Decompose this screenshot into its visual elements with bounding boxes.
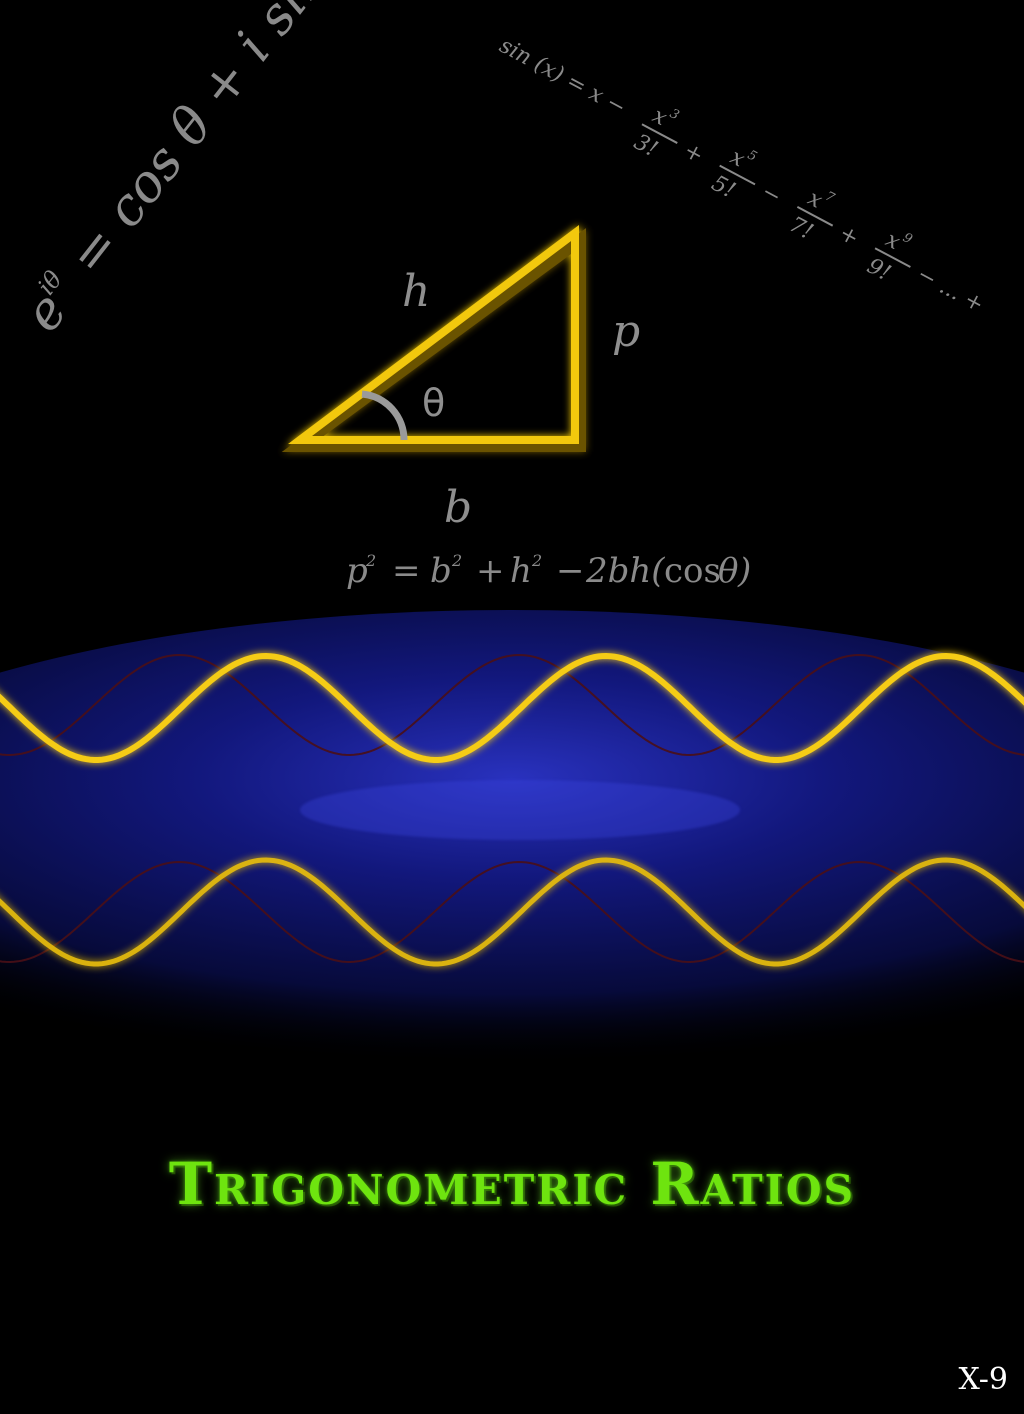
loc-b: b bbox=[430, 551, 452, 591]
series-operator-1: − bbox=[757, 179, 785, 210]
series-denominator-1: 5! bbox=[707, 171, 739, 204]
loc-theta: θ bbox=[718, 551, 738, 591]
series-fraction-bar-1 bbox=[719, 164, 756, 186]
wave-group bbox=[0, 652, 1024, 967]
blue-floor-glow bbox=[0, 610, 1024, 1090]
blue-floor-highlight bbox=[300, 780, 740, 840]
loc-p: p bbox=[346, 551, 368, 591]
sine-series-terms: x33!+x55!−x77!+x99!− ... + bbox=[630, 103, 988, 318]
series-fraction-bar-3 bbox=[874, 247, 911, 268]
triangle-shadow bbox=[281, 228, 586, 452]
series-fraction-bar-2 bbox=[796, 206, 834, 227]
right-triangle bbox=[281, 224, 586, 452]
upper-yellow-wave bbox=[0, 652, 1024, 763]
series-denominator-0: 3! bbox=[630, 130, 662, 163]
hypotenuse-label: h bbox=[402, 266, 430, 317]
loc-h: h bbox=[510, 551, 532, 591]
poster-title: Trigonometric Ratios bbox=[168, 1150, 856, 1218]
loc-minus: − bbox=[556, 551, 585, 591]
loc-plus: + bbox=[476, 551, 505, 591]
series-operator-3: − ... + bbox=[913, 262, 988, 318]
base-label: b bbox=[444, 482, 472, 533]
series-denominator-2: 7! bbox=[785, 212, 817, 245]
euler-formula: e iθ = cos θ + i sin θ bbox=[13, 0, 369, 343]
loc-close: ) bbox=[737, 551, 751, 591]
loc-equals: = bbox=[392, 551, 421, 591]
series-operator-2: + bbox=[835, 221, 863, 252]
series-fraction-bar-0 bbox=[641, 123, 678, 144]
loc-h-exponent: 2 bbox=[531, 551, 542, 570]
loc-tail: 2bh( bbox=[585, 551, 665, 591]
sine-series: sin (x) = x − x33!+x55!−x77!+x99!− ... + bbox=[495, 33, 988, 318]
sine-series-lhs: sin (x) = x − bbox=[495, 33, 630, 120]
perpendicular-label: p bbox=[612, 306, 640, 357]
series-operator-0: + bbox=[680, 138, 708, 169]
angle-label: θ bbox=[422, 381, 445, 425]
lower-yellow-wave bbox=[0, 857, 1024, 967]
grade-label: X-9 bbox=[958, 1362, 1008, 1397]
loc-cos: cos bbox=[664, 551, 721, 591]
lower-shadow-wave bbox=[0, 860, 1024, 964]
loc-b-exponent: 2 bbox=[451, 551, 462, 570]
angle-arc bbox=[361, 390, 408, 441]
loc-p-exponent: 2 bbox=[365, 551, 376, 570]
upper-shadow-wave bbox=[0, 653, 1024, 757]
series-denominator-3: 9! bbox=[863, 254, 895, 287]
law-of-cosines: p 2 = b 2 + h 2 − 2bh( cos θ ) bbox=[346, 551, 751, 591]
triangle-outline bbox=[288, 224, 579, 444]
euler-rest: = cos θ + i sin θ bbox=[57, 0, 369, 286]
